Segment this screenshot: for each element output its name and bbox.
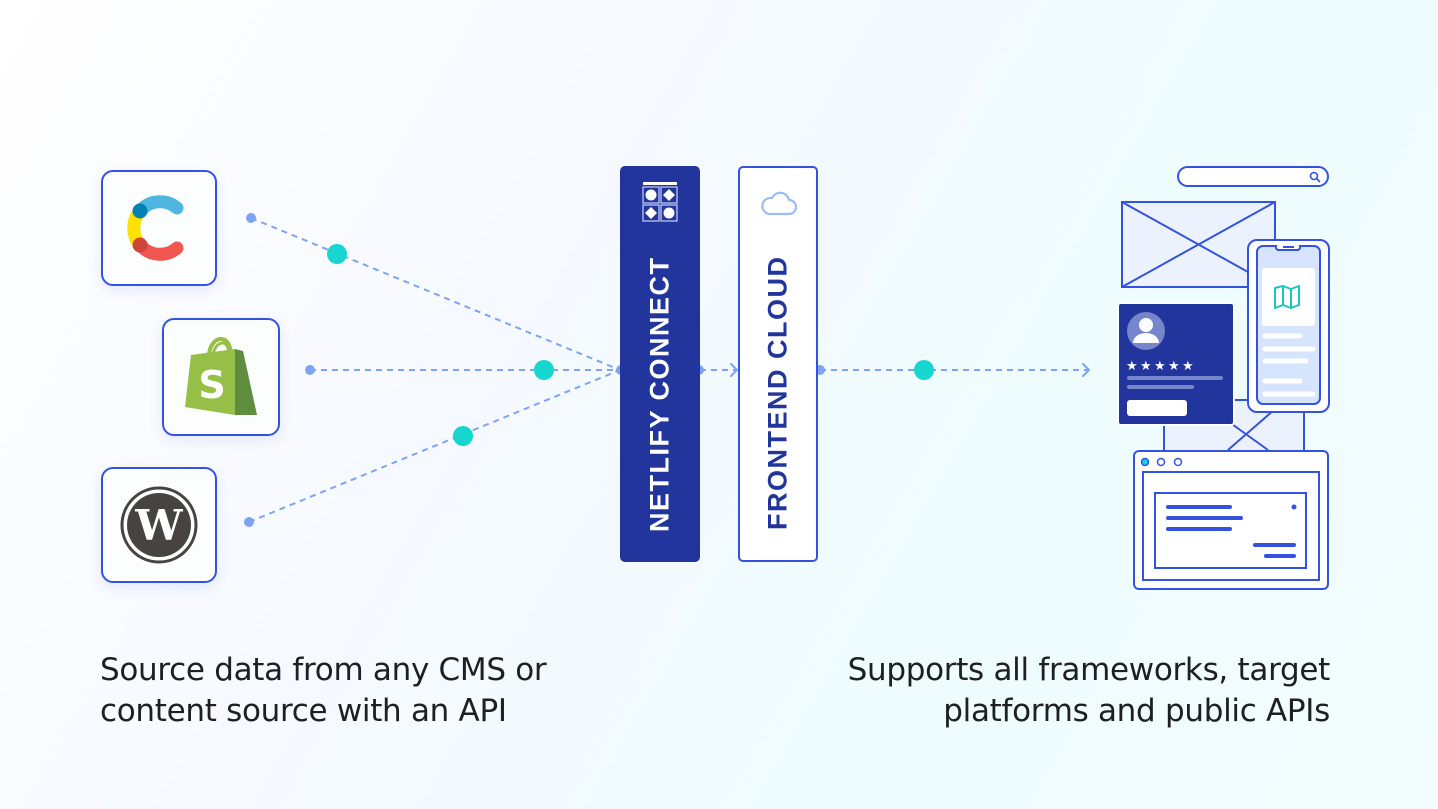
svg-text:★: ★ xyxy=(1182,359,1194,374)
wordpress-logo-icon: W xyxy=(120,486,198,564)
source-card-wordpress: W xyxy=(101,467,217,583)
star-rating-icons: ★ ★ ★ ★ ★ xyxy=(1126,359,1194,374)
source-caption-line: Source data from any CMS or xyxy=(100,652,547,688)
target-caption: Supports all frameworks, target platform… xyxy=(847,650,1331,732)
user-avatar-icon xyxy=(1139,318,1153,332)
contentful-logo-icon xyxy=(127,195,184,261)
connector-contentful xyxy=(250,217,621,371)
arrowhead-frontend xyxy=(730,363,738,377)
connector-wordpress xyxy=(248,369,621,523)
svg-text:★: ★ xyxy=(1126,359,1138,374)
data-packet-dot xyxy=(534,360,554,380)
browser-window-wireframe xyxy=(1133,450,1329,590)
source-caption-line: content source with an API xyxy=(100,693,507,729)
target-caption-line: platforms and public APIs xyxy=(943,693,1330,729)
endpoint-dot xyxy=(244,517,254,527)
arrowhead-apps xyxy=(1082,363,1090,377)
svg-text:S: S xyxy=(198,363,225,407)
frontend-cloud-label: FRONTEND CLOUD xyxy=(762,255,793,530)
frontend-cloud-panel: FRONTEND CLOUD xyxy=(738,166,818,562)
netlify-connect-logo-icon xyxy=(642,182,678,222)
endpoint-dot xyxy=(305,365,315,375)
source-card-contentful xyxy=(101,170,217,286)
svg-text:★: ★ xyxy=(1154,359,1166,374)
data-packet-dot xyxy=(914,360,934,380)
cloud-icon xyxy=(761,191,798,216)
netlify-connect-label: NETLIFY CONNECT xyxy=(644,256,675,532)
netlify-connect-panel: NETLIFY CONNECT xyxy=(620,166,700,562)
data-packet-dot xyxy=(327,244,347,264)
review-card-wireframe: ★ ★ ★ ★ ★ xyxy=(1117,302,1235,426)
target-platforms-illustration: ★ ★ ★ ★ ★ xyxy=(1117,166,1330,590)
search-icon xyxy=(1309,171,1321,183)
endpoint-dot xyxy=(246,213,256,223)
source-caption: Source data from any CMS or content sour… xyxy=(100,650,547,732)
shopify-logo-icon: S xyxy=(185,336,257,415)
svg-text:★: ★ xyxy=(1168,359,1180,374)
search-bar-wireframe xyxy=(1177,166,1329,187)
data-packet-dot xyxy=(453,426,473,446)
map-icon xyxy=(1274,285,1300,309)
svg-text:W: W xyxy=(134,501,183,550)
mobile-phone-wireframe xyxy=(1247,239,1330,413)
source-card-shopify: S xyxy=(162,318,280,436)
target-caption-line: Supports all frameworks, target xyxy=(847,652,1331,688)
svg-text:★: ★ xyxy=(1140,359,1152,374)
